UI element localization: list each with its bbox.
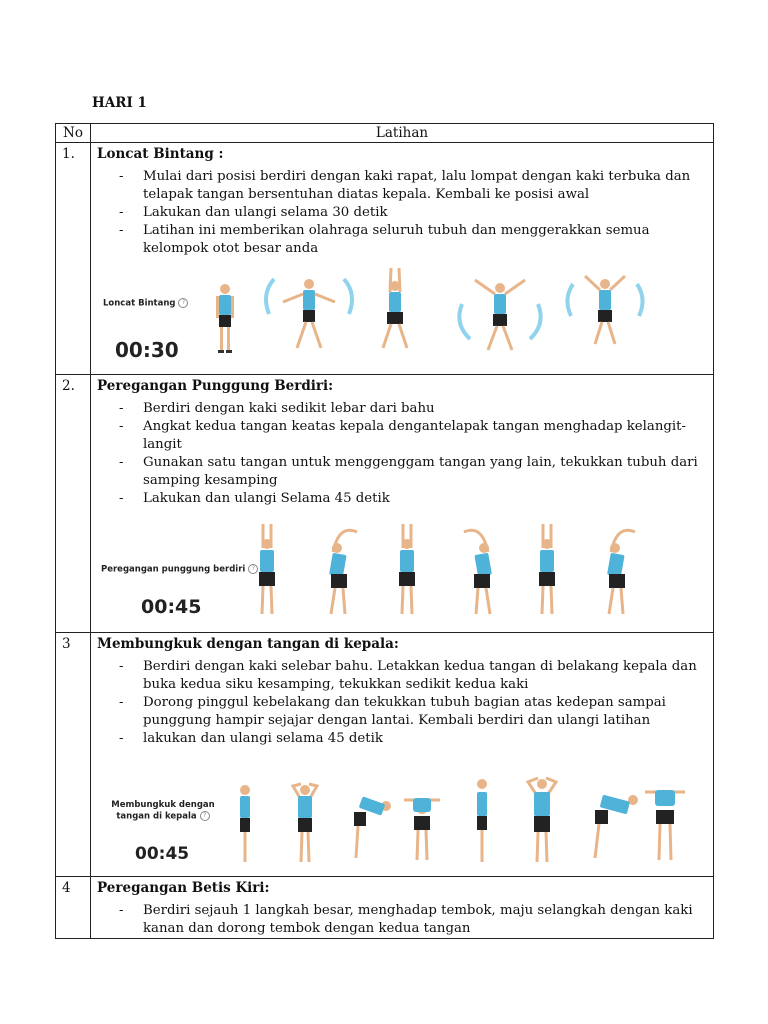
header-no: No: [55, 123, 91, 143]
step-item: Lakukan dan ulangi selama 30 detik: [97, 204, 707, 222]
step-item: lakukan dan ulangi selama 45 detik: [97, 730, 707, 748]
exercise-steps: Berdiri dengan kaki selebar bahu. Letakk…: [97, 658, 707, 748]
exercise-steps: Berdiri sejauh 1 langkah besar, menghada…: [97, 902, 707, 938]
figure-bend-front: [645, 790, 685, 861]
figure-lean-side: [607, 528, 636, 615]
bend-figures: [240, 776, 685, 863]
figure-arms-up: [381, 267, 409, 349]
exercise-row: 1. Loncat Bintang : Mulai dari posisi be…: [55, 142, 714, 375]
jumping-jack-figures: [216, 267, 645, 353]
demo-timer: 00:30: [115, 338, 179, 362]
figure-arms-out: [263, 277, 355, 349]
day-title: HARI 1: [92, 95, 147, 111]
help-icon: ?: [248, 564, 259, 574]
exercise-row: 4 Peregangan Betis Kiri: Berdiri sejauh …: [55, 876, 714, 939]
exercise-steps: Berdiri dengan kaki sedikit lebar dari b…: [97, 400, 707, 508]
help-icon: ?: [199, 811, 210, 821]
figure-standing-side: [477, 779, 487, 862]
figure-hands-on-head: [525, 776, 559, 863]
step-item: Gunakan satu tangan untuk menggenggam ta…: [97, 454, 707, 490]
figure-bend-forward: [354, 796, 391, 859]
demo-label: Peregangan punggung berdiri?: [101, 564, 259, 575]
exercise-title: Peregangan Betis Kiri:: [97, 880, 270, 896]
help-icon: ?: [178, 298, 189, 308]
exercise-title: Membungkuk dengan tangan di kepala:: [97, 636, 399, 652]
figure-stretch-up: [399, 524, 415, 615]
exercise-title: Peregangan Punggung Berdiri:: [97, 378, 334, 394]
figure-bend-forward: [593, 795, 638, 859]
step-item: Lakukan dan ulangi Selama 45 detik: [97, 490, 707, 508]
exercise-number: 4: [55, 876, 91, 939]
exercise-row: 2. Peregangan Punggung Berdiri: Berdiri …: [55, 374, 714, 633]
exercise-number: 3: [55, 632, 91, 877]
demo-label: Loncat Bintang?: [103, 298, 189, 309]
exercise-demo-image: Loncat Bintang? 00:30: [97, 264, 697, 374]
exercise-table: No Latihan 1. Loncat Bintang : Mulai dar…: [55, 123, 714, 939]
figure-stretch-up: [539, 524, 555, 615]
exercise-demo-image: Peregangan punggung berdiri? 00:45: [97, 514, 657, 632]
table-header-row: No Latihan: [55, 123, 714, 143]
header-exercise: Latihan: [90, 123, 714, 143]
exercise-row: 3 Membungkuk dengan tangan di kepala: Be…: [55, 632, 714, 877]
exercise-title: Loncat Bintang :: [97, 146, 224, 162]
figure-lean-side: [329, 528, 358, 615]
step-item: Latihan ini memberikan olahraga seluruh …: [97, 222, 707, 258]
figure-standing: [216, 284, 234, 353]
exercise-steps: Mulai dari posisi berdiri dengan kaki ra…: [97, 168, 707, 258]
step-item: Angkat kedua tangan keatas kepala dengan…: [97, 418, 707, 454]
step-item: Dorong pinggul kebelakang dan tekukkan t…: [97, 694, 707, 730]
exercise-demo-image: Membungkuk dengan tangan di kepala? 00:4…: [97, 754, 697, 874]
figure-standing-side: [240, 785, 250, 862]
back-stretch-figures: [259, 524, 636, 615]
demo-timer: 00:45: [141, 596, 202, 618]
figure-lean-side: [463, 528, 492, 615]
figure-arms-raised: [565, 274, 645, 345]
exercise-number: 1.: [55, 142, 91, 375]
step-item: Berdiri sejauh 1 langkah besar, menghada…: [97, 902, 707, 938]
step-item: Berdiri dengan kaki selebar bahu. Letakk…: [97, 658, 707, 694]
exercise-number: 2.: [55, 374, 91, 633]
step-item: Mulai dari posisi berdiri dengan kaki ra…: [97, 168, 707, 204]
figure-stretch-up: [259, 524, 275, 615]
step-item: Berdiri dengan kaki sedikit lebar dari b…: [97, 400, 707, 418]
demo-timer: 00:45: [135, 844, 190, 864]
figure-bend-front: [404, 798, 440, 861]
figure-hands-on-head: [290, 782, 320, 863]
figure-arms-diagonal: [457, 278, 543, 351]
demo-label: Membungkuk dengan tangan di kepala?: [111, 800, 215, 822]
